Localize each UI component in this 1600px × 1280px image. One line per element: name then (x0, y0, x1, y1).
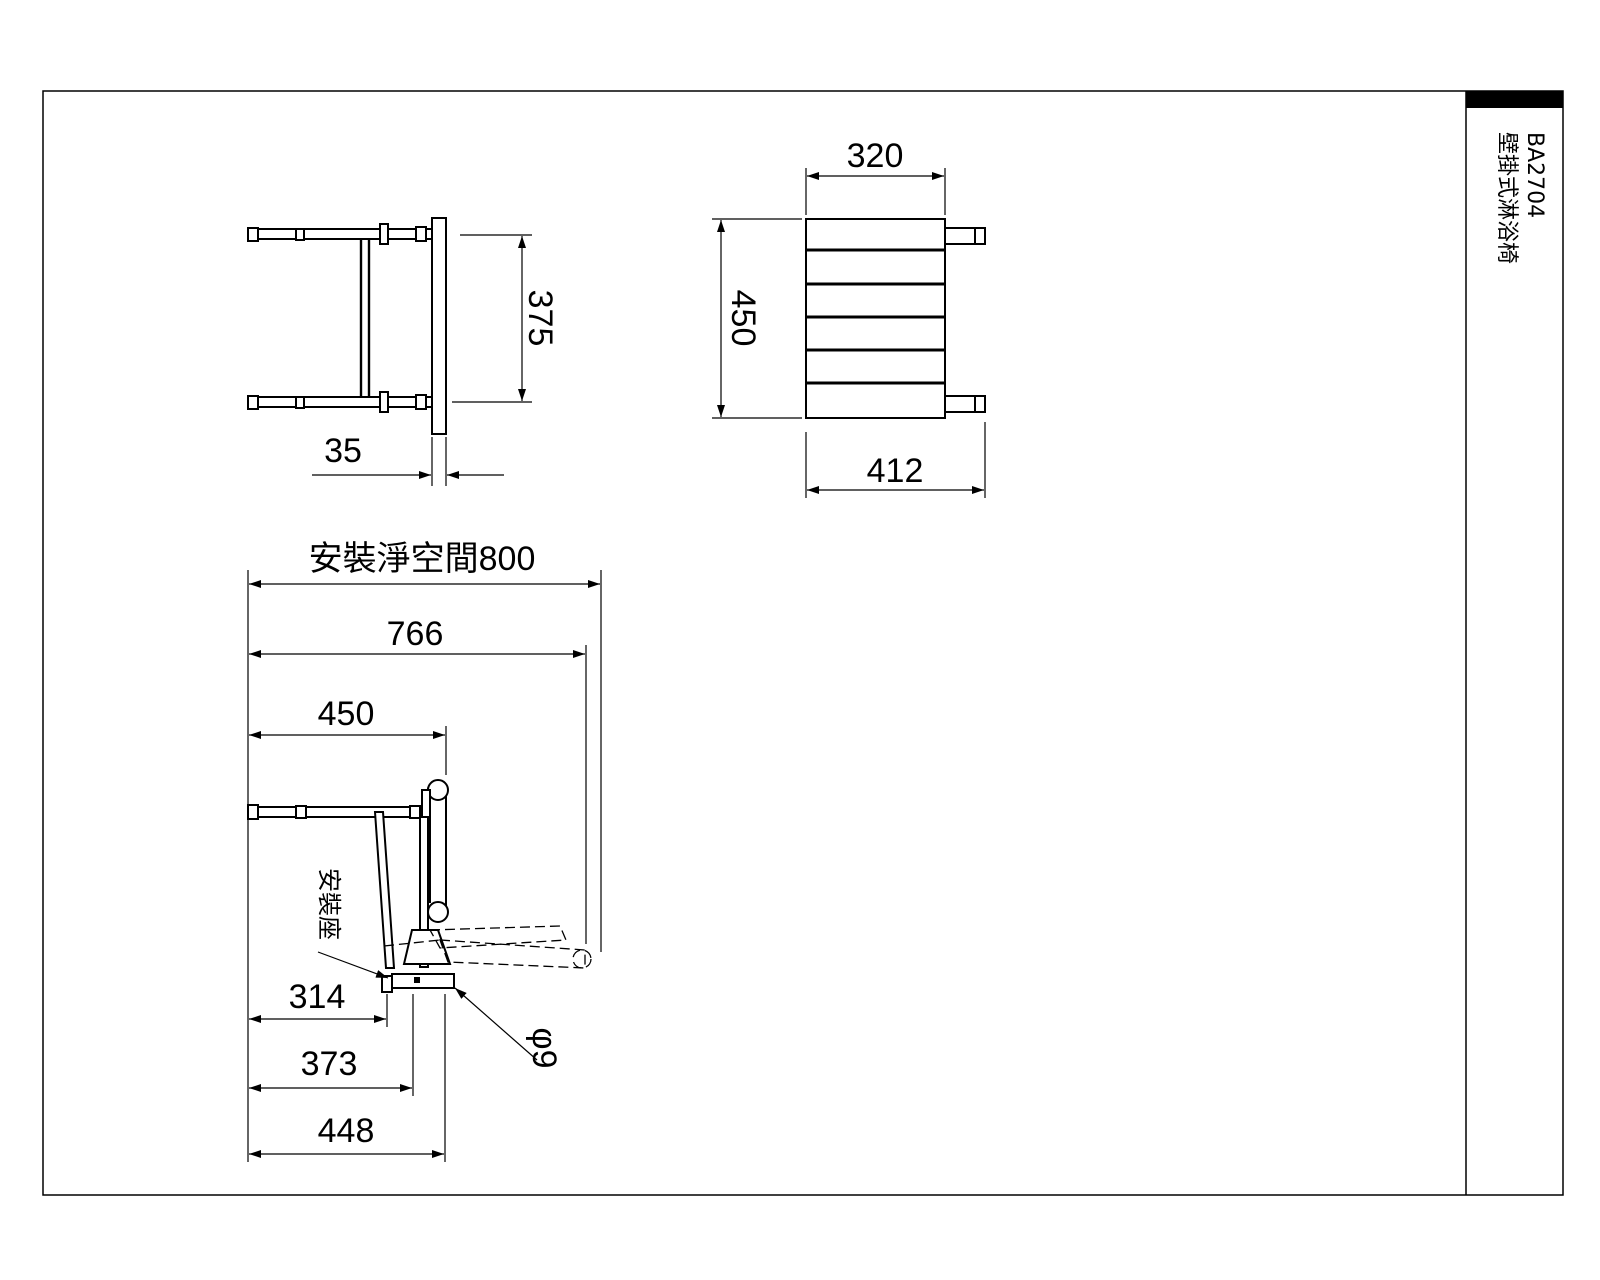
product-name: 壁掛式淋浴椅 (1494, 132, 1519, 264)
mount-base (391, 973, 455, 989)
front-view: 320 450 412 (712, 137, 986, 498)
dim-766: 766 (387, 615, 444, 653)
bracket-bottom (944, 395, 976, 413)
sheet-border (42, 90, 1564, 1196)
dim-375: 375 (521, 290, 559, 347)
dim-install-clearance: 安裝淨空間800 (309, 540, 536, 578)
support-arm (251, 806, 421, 818)
support-leg (373, 811, 396, 969)
upper-arm (251, 228, 433, 240)
dim-314: 314 (289, 978, 346, 1016)
dim-412: 412 (867, 452, 924, 490)
model-number: BA2704 (1522, 132, 1547, 218)
dim-450-front: 450 (724, 290, 762, 347)
mount-base-left (381, 975, 393, 993)
mount-label: 安裝座 (315, 868, 343, 940)
top-view: 375 35 (247, 217, 559, 486)
dim-35: 35 (324, 432, 362, 470)
side-view: 安裝淨空間800 766 450 安裝座 (247, 540, 602, 1162)
dim-373: 373 (301, 1045, 358, 1083)
dim-hole-diameter: φ9 (525, 1028, 563, 1069)
title-block-header-bar (1466, 91, 1563, 108)
lower-arm (251, 396, 433, 408)
unfolded-seat-outline (428, 925, 567, 949)
title-block-text: BA2704 (1522, 132, 1547, 218)
bracket-top (944, 227, 976, 245)
dim-320: 320 (847, 137, 904, 175)
dim-450-side: 450 (318, 695, 375, 733)
dim-448: 448 (318, 1112, 375, 1150)
wall-plate (431, 217, 447, 435)
